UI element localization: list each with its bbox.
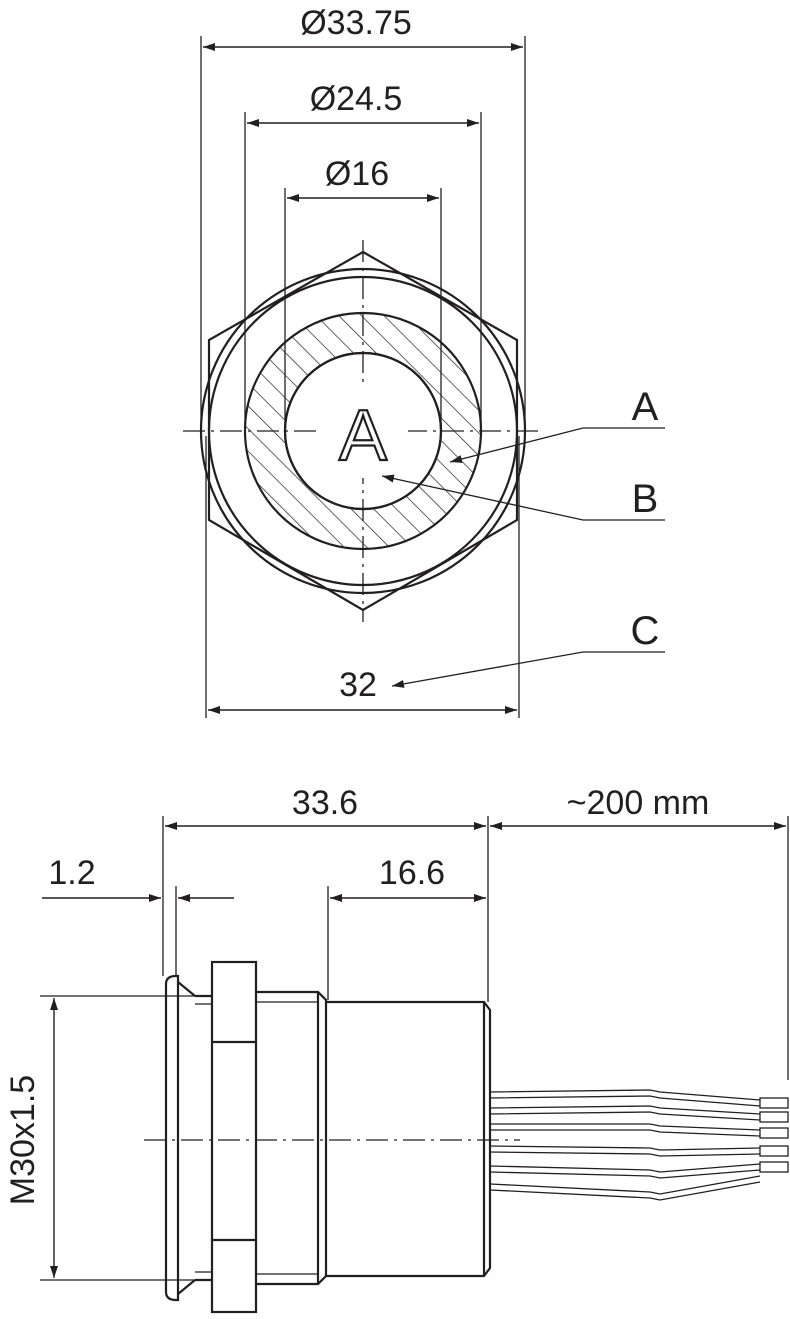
dim-overall-length: 33.6: [292, 784, 358, 822]
threaded-body: [256, 990, 328, 1286]
dim-outer-diameter: Ø33.75: [300, 4, 412, 42]
callout-line-a: [449, 427, 665, 463]
rear-body: [326, 1000, 492, 1278]
wire-bundle: [489, 1089, 789, 1201]
callout-line-b: [381, 474, 665, 521]
dim-mid-diameter: Ø24.5: [310, 80, 403, 118]
center-letter-a: A: [339, 396, 387, 476]
callout-line-c: [391, 651, 665, 688]
dim-thread: M30x1.5: [4, 1075, 42, 1205]
dim-cable-length: ~200 mm: [567, 784, 710, 822]
dim-inner-diameter: Ø16: [325, 155, 389, 193]
flange-outline: [164, 974, 180, 1302]
callout-b: B: [632, 477, 659, 521]
hex-nut-side: [210, 960, 258, 1314]
callout-c: C: [631, 609, 660, 653]
dim-body: 16.6: [379, 854, 445, 892]
front-view: A Ø33.75 Ø24.5 Ø16 32 A B C: [183, 4, 665, 718]
side-view: 33.6 ~200 mm 1.2 16.6 M30x1.5: [4, 784, 789, 1314]
callout-a: A: [632, 385, 659, 429]
dim-flange: 1.2: [48, 854, 95, 892]
dim-hex-width: 32: [339, 666, 377, 704]
